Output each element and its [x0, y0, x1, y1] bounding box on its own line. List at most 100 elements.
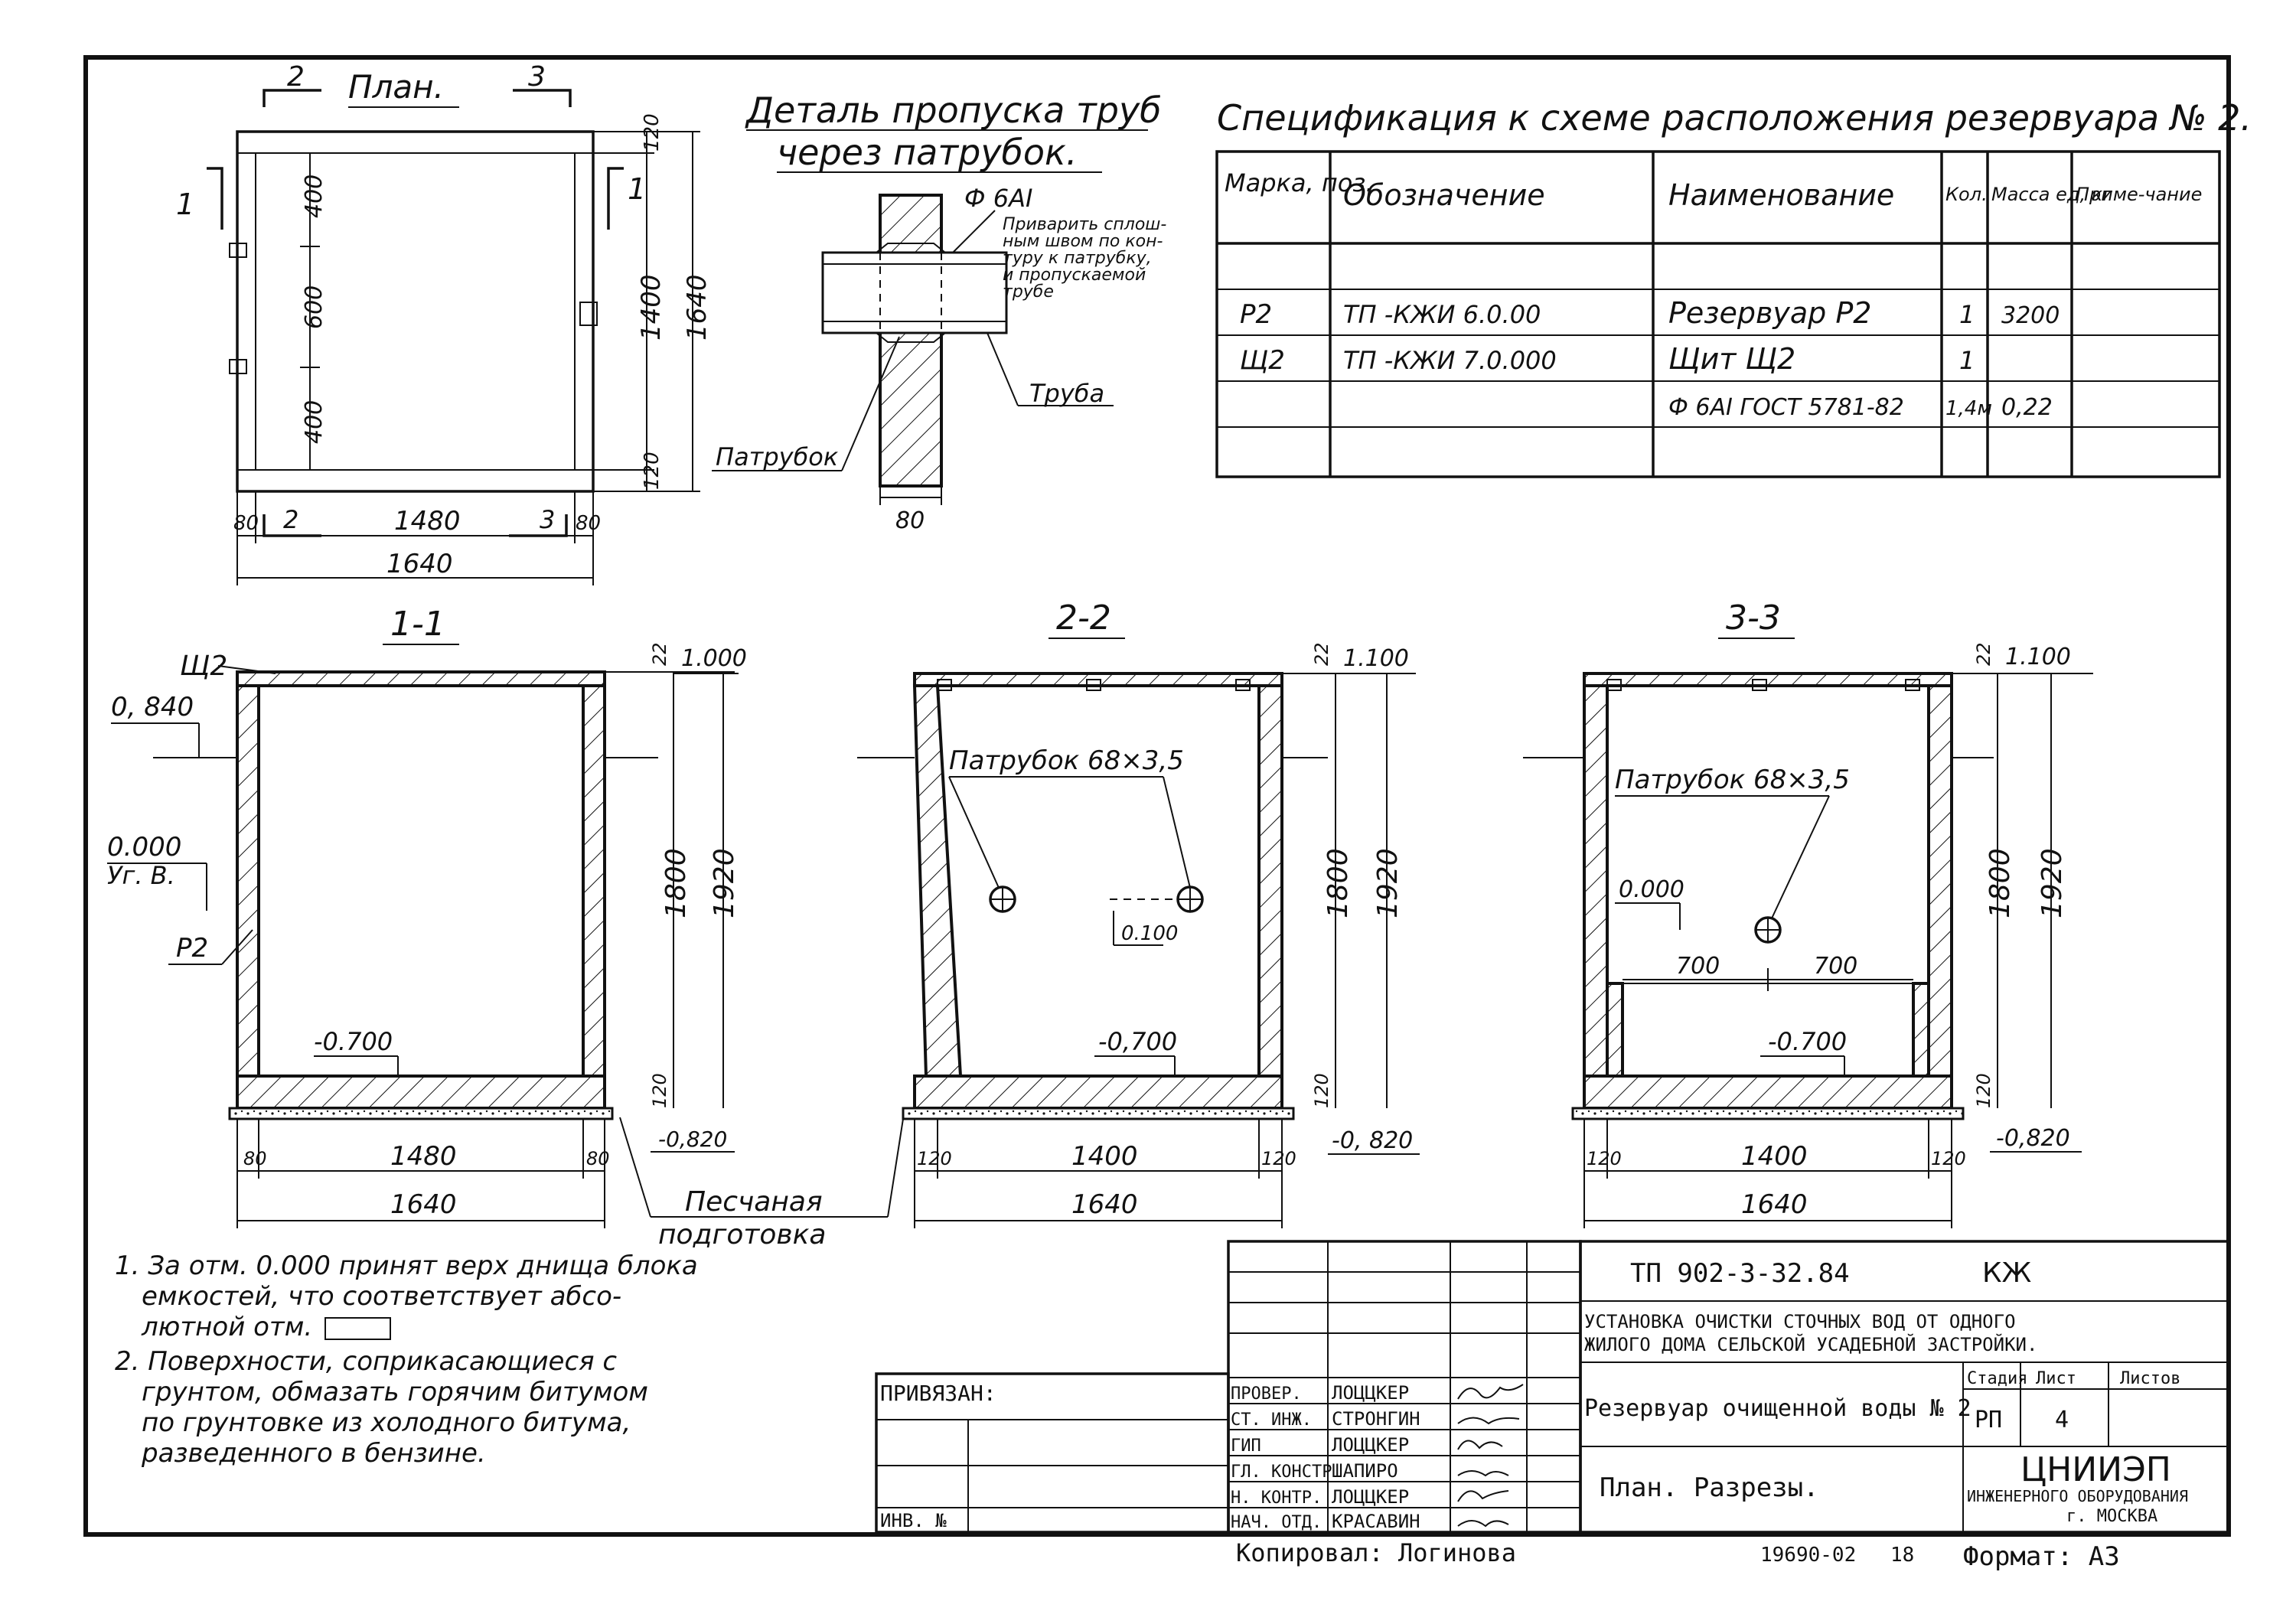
name-1: ЛОЦЦКЕР	[1332, 1382, 1409, 1404]
spec-r1-designation: ТП -КЖИ 6.0.00	[1343, 300, 1541, 329]
sec11-dim-1920: 1920	[709, 848, 740, 918]
sec22-dim-1920: 1920	[1372, 848, 1404, 918]
plan-dim-400-bottom: 400	[301, 400, 328, 444]
role-checked: ПРОВЕР.	[1231, 1384, 1302, 1404]
stamp-drawing-title: План. Разрезы.	[1600, 1472, 1819, 1503]
sec33-dim-120: 120	[1973, 1073, 1994, 1108]
cut-mark-3-top: 3	[528, 61, 546, 93]
detail-nozzle-label: Патрубок	[716, 442, 839, 471]
sec22-dim-22: 22	[1311, 642, 1332, 666]
cut-mark-1-right: 1	[628, 172, 646, 206]
title-block: ПРОВЕР. СТ. ИНЖ. ГИП ГЛ. КОНСТР Н. КОНТР…	[875, 1240, 2230, 1572]
sec22-nozzle: Патрубок 68×3,5	[949, 745, 1184, 776]
role-gip: ГИП	[1231, 1436, 1261, 1456]
plan-dim-600: 600	[301, 285, 328, 329]
signature-4	[1457, 1470, 1509, 1477]
sec33-lvl-pipe: 0.000	[1619, 876, 1684, 903]
sand-label-line2: подготовка	[658, 1219, 826, 1251]
stamp-mark: КЖ	[1982, 1257, 2032, 1289]
detail-note-3: туру к патрубку,	[1003, 249, 1152, 268]
cut-mark-1-left: 1	[176, 188, 194, 221]
spec-r1-name: Резервуар Р2	[1668, 296, 1871, 330]
detail-title-line2: через патрубок.	[777, 132, 1077, 173]
plan-dim-80-right: 80	[576, 512, 601, 535]
sec22-lvl-top: 1.100	[1343, 645, 1409, 672]
plan-title: План.	[348, 68, 444, 106]
note-2-line3: по грунтовке из холодного битума,	[142, 1407, 631, 1438]
spec-h-note: Приме-чание	[2076, 184, 2202, 205]
sec11-title: 1-1	[390, 605, 445, 644]
stamp-code: ТП 902-3-32.84	[1630, 1258, 1850, 1289]
sec11-lvl-sand: -0,820	[658, 1127, 727, 1152]
cut-mark-2-top: 2	[287, 61, 305, 93]
spec-h-designation: Обозначение	[1343, 178, 1545, 212]
detail-wall	[879, 194, 943, 488]
sec33-dim-120-left: 120	[1587, 1148, 1622, 1169]
sec22-lvl-bottom: -0,700	[1098, 1027, 1177, 1056]
signature-6	[1457, 1520, 1509, 1528]
sec11-dim-80-right: 80	[586, 1148, 610, 1169]
sec22-dim-120: 120	[1311, 1073, 1332, 1108]
sec33-dim-1800: 1800	[1985, 848, 2016, 918]
detail-dim-80: 80	[895, 507, 925, 534]
sec11-dim-80-left: 80	[243, 1148, 267, 1169]
stamp-org-line2: ИНЖЕНЕРНОГО ОБОРУДОВАНИЯ	[1967, 1487, 2188, 1505]
sec33-dim-22: 22	[1973, 642, 1994, 666]
sec22-lvl-sand: -0, 820	[1332, 1127, 1413, 1154]
detail-title-line1: Деталь пропуска труб	[745, 90, 1162, 131]
sec11-dim-1480: 1480	[390, 1141, 457, 1172]
cut-mark-2-bottom: 2	[283, 505, 298, 534]
stamp-stage: РП	[1975, 1407, 2002, 1433]
sec22-dim-1800: 1800	[1322, 848, 1354, 918]
spec-r3-qty: 1,4м	[1945, 397, 1992, 420]
detail-note-2: ным швом по кон-	[1003, 232, 1163, 251]
plan-dim-1400: 1400	[636, 274, 667, 341]
note-2-line4: разведенного в бензине.	[141, 1438, 486, 1469]
name-4: ШАПИРО	[1332, 1460, 1398, 1482]
sec22-dim-1640: 1640	[1071, 1189, 1138, 1220]
section-2-2: 2-2 Патрубок 68×3,5 0.100 -0,700 1	[857, 598, 1420, 1228]
sec11-lvl-zero-sub: Уг. В.	[107, 861, 175, 890]
pipe-detail: Деталь пропуска труб через патрубок. Ф 6…	[712, 90, 1166, 534]
note-1-line1: 1. За отм. 0.000 принят верх днища блока	[115, 1251, 698, 1281]
sec33-lvl-top: 1.100	[2005, 644, 2071, 670]
spec-r1-mark: Р2	[1240, 299, 1272, 330]
name-2: СТРОНГИН	[1332, 1408, 1420, 1430]
stamp-org-line3: г. МОСКВА	[2066, 1507, 2157, 1526]
sec11-lvl-bottom: -0.700	[314, 1027, 393, 1056]
spec-h-qty: Кол.	[1945, 184, 1988, 205]
name-5: ЛОЦЦКЕР	[1332, 1486, 1409, 1508]
general-notes: 1. За отм. 0.000 принят верх днища блока…	[115, 1251, 698, 1469]
note-legend-box	[325, 1317, 391, 1340]
name-3: ЛОЦЦКЕР	[1332, 1434, 1409, 1456]
stamp-sheet-no: 4	[2055, 1407, 2069, 1433]
spec-h-name: Наименование	[1668, 178, 1894, 212]
stamp-stage-h: Стадия	[1967, 1369, 2027, 1388]
detail-note-4: и пропускаемой	[1003, 266, 1146, 285]
note-2-line2: грунтом, обмазать горячим битумом	[142, 1377, 648, 1407]
sec11-lvl-zero: 0.000	[107, 832, 181, 863]
stamp-org-line1: ЦНИИЭП	[2020, 1450, 2171, 1489]
spec-r2-name: Щит Щ2	[1668, 342, 1795, 376]
stamp-project-line1: УСТАНОВКА ОЧИСТКИ СТОЧНЫХ ВОД ОТ ОДНОГО	[1584, 1311, 2016, 1332]
sec11-dim-120: 120	[649, 1073, 670, 1108]
spec-r1-mass: 3200	[2001, 302, 2060, 329]
sec22-dim-1400: 1400	[1071, 1141, 1138, 1172]
sec11-lvl-top: 1.000	[681, 645, 747, 672]
note-1-line2: емкостей, что соответствует абсо-	[142, 1281, 621, 1312]
plan-dim-1640-right: 1640	[682, 274, 713, 341]
plan-dim-120-top: 120	[641, 113, 664, 152]
sec33-dim-1640: 1640	[1741, 1189, 1808, 1220]
sec33-dim-120-right: 120	[1931, 1148, 1966, 1169]
spec-r1-qty: 1	[1959, 300, 1975, 329]
spec-table: Спецификация к схеме расположения резерв…	[1215, 97, 2252, 478]
sec22-lvl-pipe: 0.100	[1121, 922, 1178, 945]
sheet-frame	[83, 55, 2231, 1537]
sec11-dim-1800: 1800	[660, 848, 692, 918]
detail-pipe-label: Труба	[1029, 379, 1104, 408]
spec-h-mass: Масса ед, кг	[1991, 184, 2112, 205]
plan-dim-80-left: 80	[233, 512, 259, 535]
plan-dim-1480: 1480	[394, 506, 461, 536]
sec22-dim-120-left: 120	[917, 1148, 952, 1169]
